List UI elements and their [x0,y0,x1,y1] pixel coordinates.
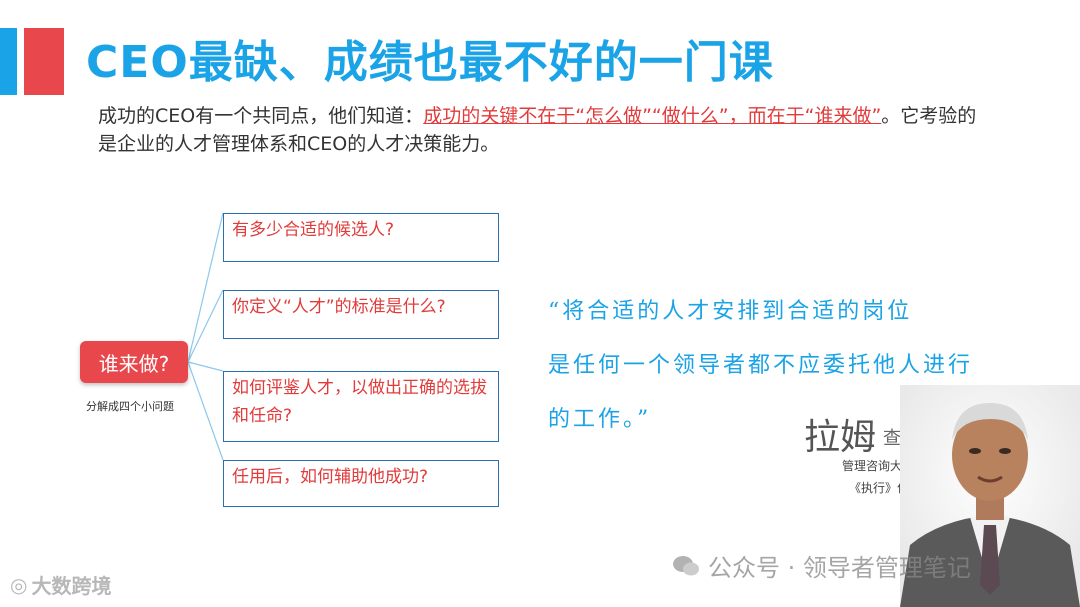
connector-line-2 [187,289,224,363]
question-box-2: 你定义“人才”的标准是什么? [223,290,499,339]
question-box-1: 有多少合适的候选人? [223,213,499,262]
title-bar-red [24,28,64,95]
quote-line-3: 的工作。” [548,407,652,432]
watermark: 公众号 · 领导者管理笔记 [672,548,971,583]
author-role: 管理咨询大师 [842,459,915,473]
question-box-4: 任用后，如何辅助他成功? [223,460,499,507]
author-portrait [900,385,1080,607]
connector-line-1 [187,212,224,363]
brand-logo-icon: ◎ [10,572,28,597]
wechat-icon [673,555,699,575]
title-bar-blue [0,28,17,95]
intro-highlight: 成功的关键不在于“怎么做”“做什么”，而在于“谁来做” [423,105,882,127]
connector-line-4 [187,361,224,461]
corner-logo-text: 大数跨境 [31,574,112,598]
quote-line-2: 是任何一个领导者都不应委托他人进行 [548,353,974,378]
root-node-who: 谁来做? [80,341,188,383]
quote-block: “将合适的人才安排到合适的岗位 是任何一个领导者都不应委托他人进行 的工作。” [548,285,1018,447]
corner-logo: ◎ 大数跨境 [10,570,111,599]
page-title: CEO最缺、成绩也最不好的一门课 [86,37,774,88]
intro-paragraph: 成功的CEO有一个共同点，他们知道：成功的关键不在于“怎么做”“做什么”，而在于… [98,102,978,158]
connector-line-3 [187,361,224,372]
question-box-3: 如何评鉴人才，以做出正确的选拔和任命? [223,371,499,442]
author-name: 拉姆 [804,417,877,458]
intro-text-end: 。它考验的是企业的人才管理体系和CEO的人才决策能力。 [98,105,977,155]
root-caption: 分解成四个小问题 [86,400,174,413]
quote-line-1: “将合适的人才安排到合适的岗位 [548,299,913,324]
watermark-text: 公众号 · 领导者管理笔记 [708,554,971,582]
intro-text-start: 成功的CEO有一个共同点，他们知道： [98,105,424,127]
